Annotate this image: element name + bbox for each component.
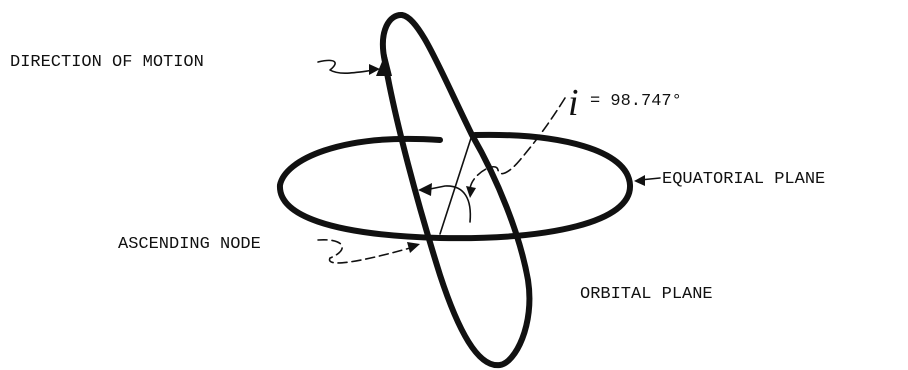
equatorial-leader-arrowhead: [634, 175, 645, 186]
direction-leader: [317, 59, 376, 74]
inclination-value-label: = 98.747°: [590, 92, 682, 111]
inclination-angle-arc: [424, 185, 472, 223]
direction-leader-arrowhead: [369, 64, 380, 75]
node-line: [439, 134, 473, 235]
direction-arrowhead: [376, 52, 392, 76]
direction-of-motion-label: DIRECTION OF MOTION: [10, 53, 204, 72]
ascending-node-label: ASCENDING NODE: [118, 235, 261, 254]
ascending-node-leader-arrowhead: [407, 242, 420, 253]
inclination-leader-arrowhead: [466, 186, 476, 198]
equatorial-plane-label: EQUATORIAL PLANE: [662, 170, 825, 189]
equatorial-plane-ellipse: [277, 131, 634, 242]
ascending-node-leader: [317, 239, 411, 264]
orbital-plane-label: ORBITAL PLANE: [580, 285, 713, 304]
inclination-arc-arrowhead: [418, 183, 432, 196]
inclination-leader: [469, 97, 566, 191]
orbital-plane-ellipse: [379, 12, 533, 369]
inclination-symbol: i: [568, 82, 579, 124]
